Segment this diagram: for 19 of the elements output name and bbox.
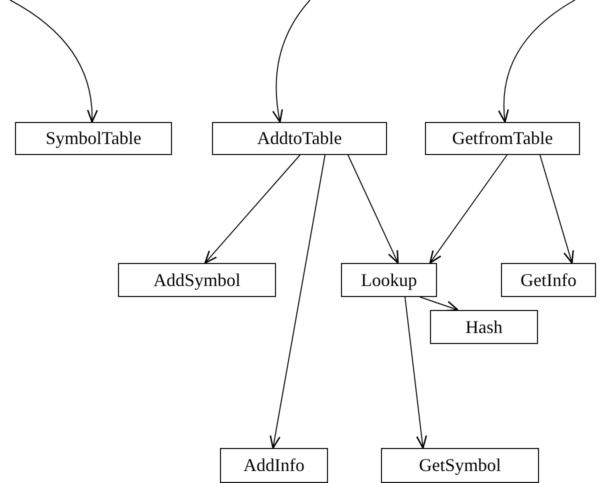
module-box: GetSymbol [381, 448, 539, 483]
arrow [429, 154, 508, 264]
module-box: SymbolTable [15, 122, 172, 155]
module-box: AddtoTable [212, 122, 387, 155]
module-box: Lookup [341, 263, 437, 297]
arrow [420, 296, 459, 312]
module-box: AddInfo [220, 448, 328, 483]
arrow [348, 154, 399, 264]
arrow [204, 154, 300, 264]
arrow [404, 296, 428, 449]
arrow [540, 154, 574, 264]
module-box: GetInfo [501, 263, 596, 297]
arrow [10, 0, 98, 123]
module-box: AddSymbol [118, 263, 276, 297]
module-box: GetfromTable [425, 122, 580, 155]
arrow [272, 0, 310, 123]
arrow [270, 154, 326, 449]
arrow [498, 0, 576, 123]
module-box: Hash [430, 310, 538, 344]
